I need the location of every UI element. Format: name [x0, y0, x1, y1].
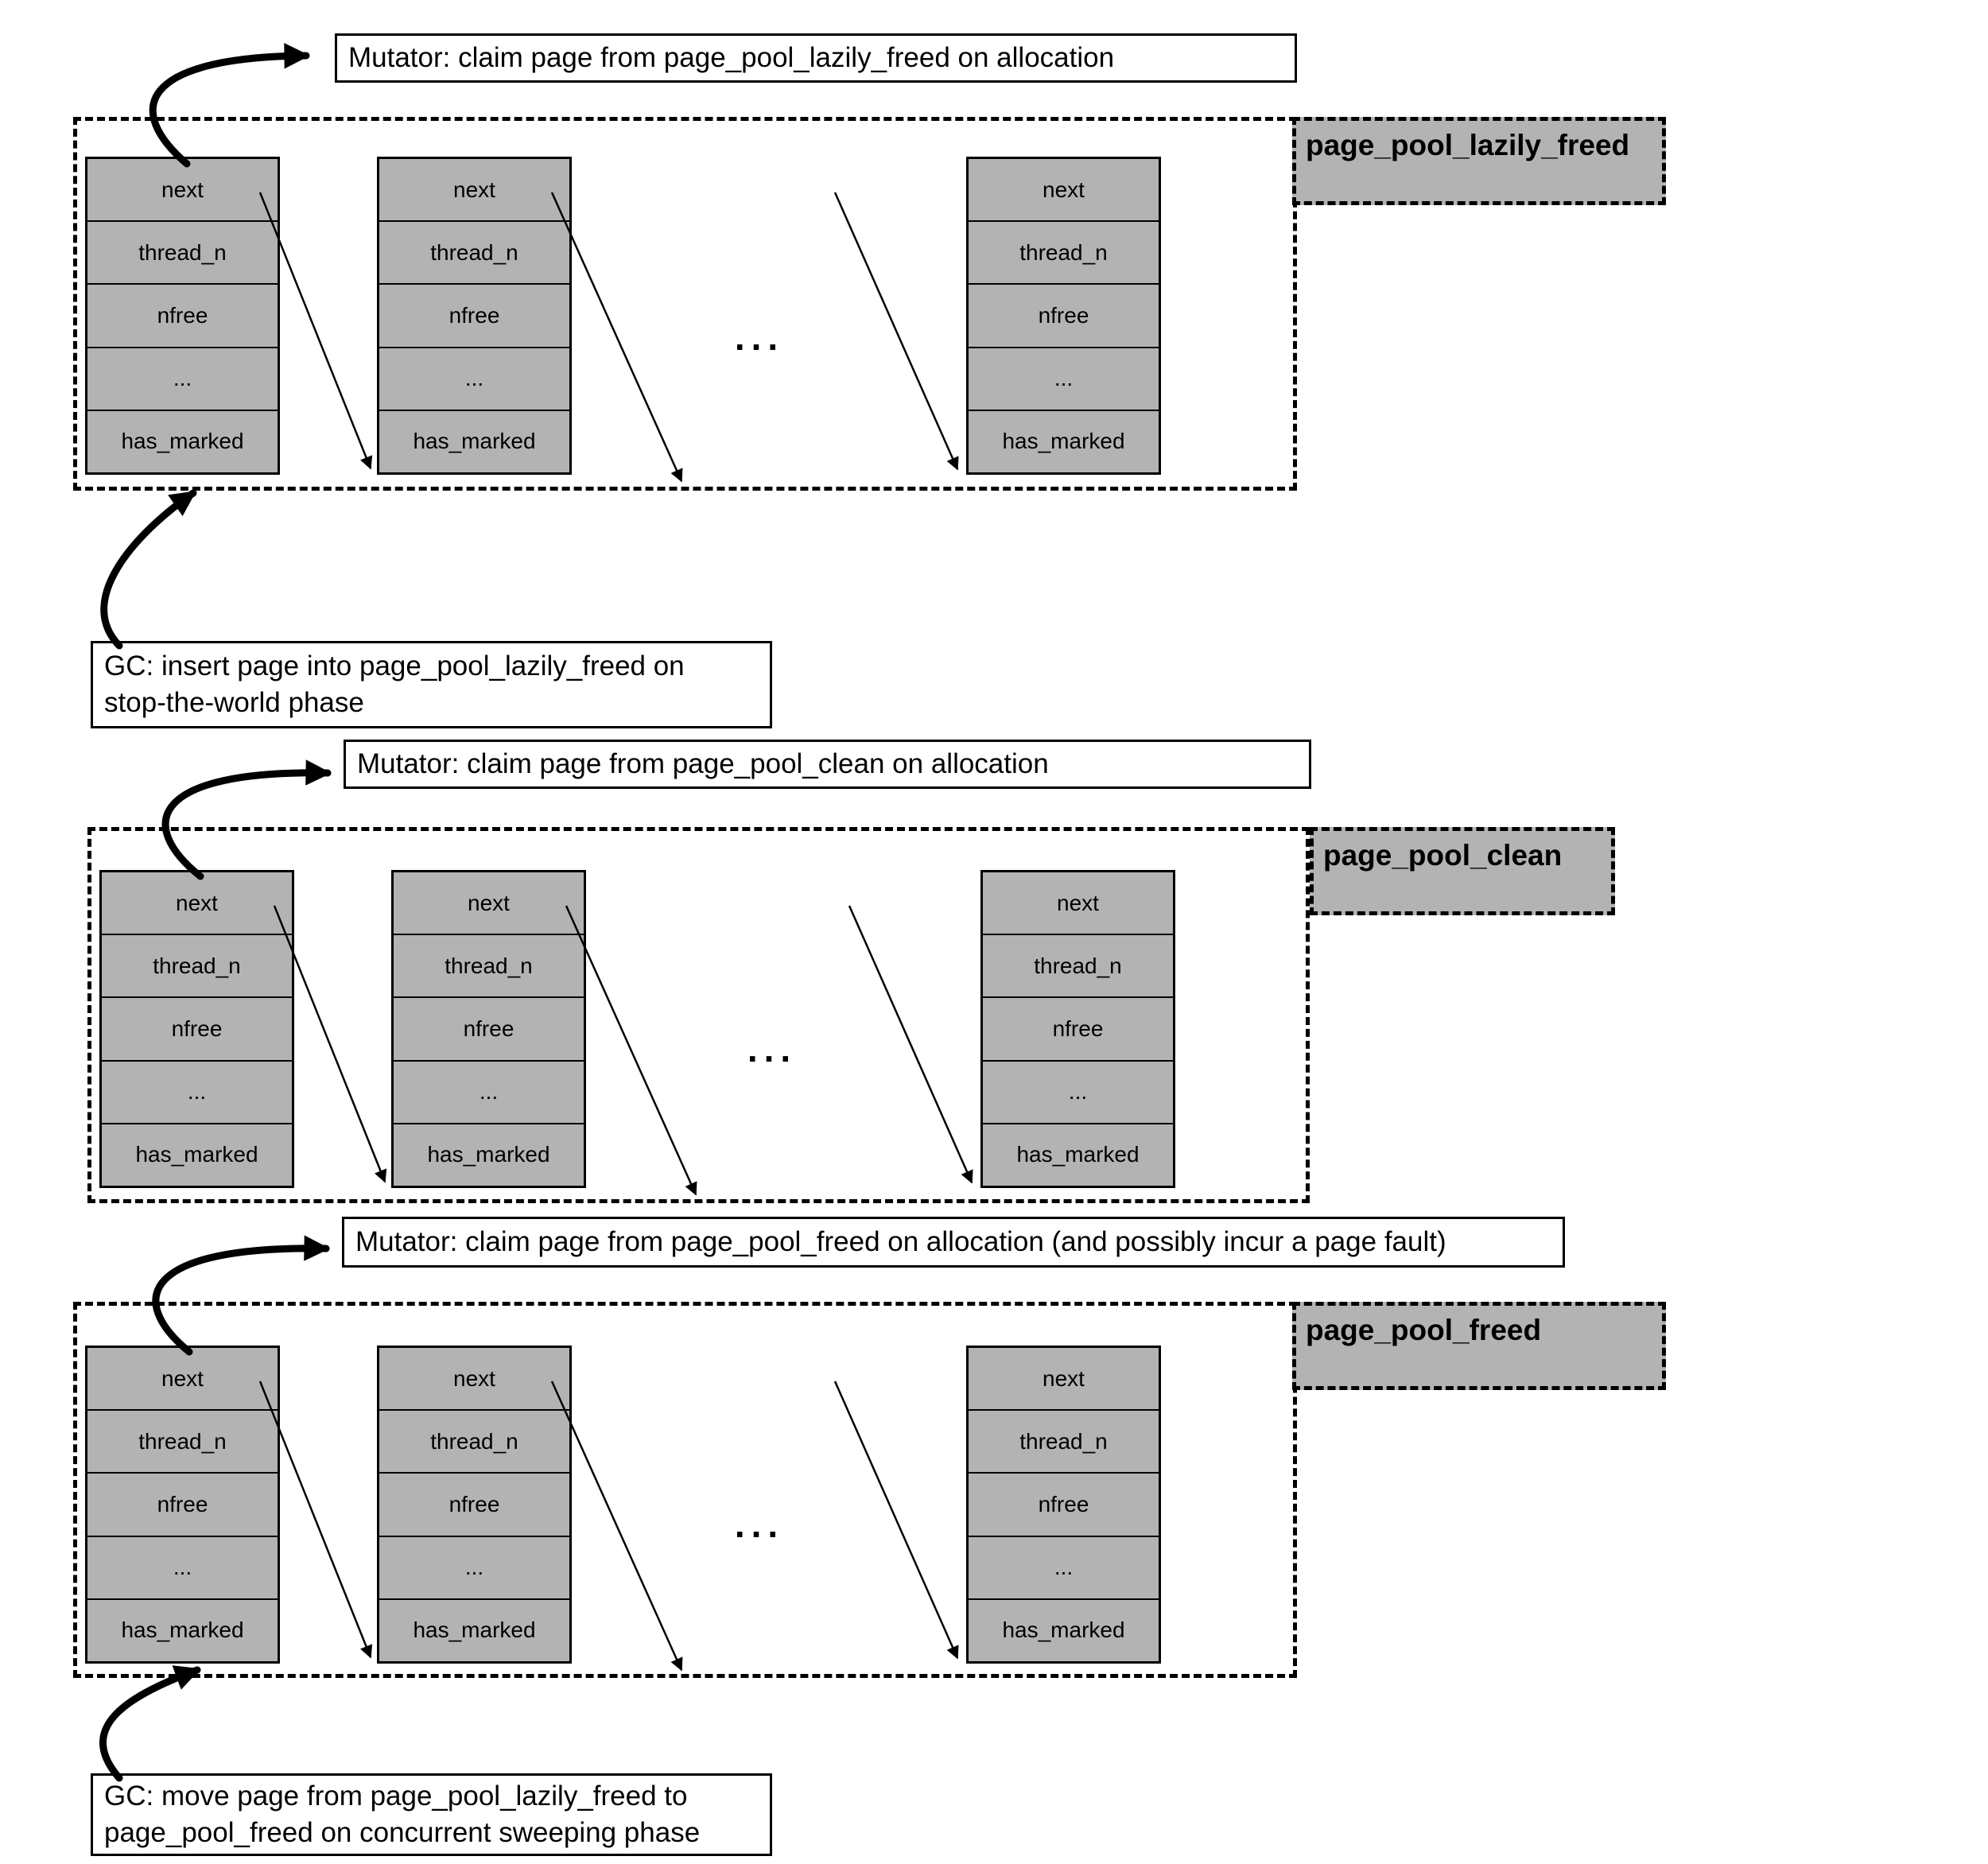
- node-field-next: next: [161, 177, 204, 202]
- page-node: next thread_n nfree ... has_marked: [980, 870, 1175, 1188]
- gc-note-line2: page_pool_freed on concurrent sweeping p…: [104, 1817, 701, 1848]
- gc-insert-arrow: [100, 489, 197, 650]
- node-field-nfree: nfree: [87, 283, 278, 346]
- page-node: next thread_n nfree ... has_marked: [377, 157, 572, 475]
- pool-label-text: page_pool_freed: [1306, 1314, 1542, 1346]
- node-field-has-marked: has_marked: [102, 1122, 292, 1186]
- node-field-thread-n: thread_n: [969, 1409, 1159, 1472]
- page-node: next thread_n nfree ... has_marked: [966, 157, 1161, 475]
- pool-container-freed: [73, 1302, 1297, 1678]
- node-field-has-marked: has_marked: [87, 1598, 278, 1661]
- gc-move-arrow: [99, 1665, 201, 1782]
- node-field-ellipsis: ...: [87, 346, 278, 410]
- ellipsis-more-nodes: ...: [747, 1028, 798, 1070]
- mutator-note-text: Mutator: claim page from page_pool_clean…: [357, 748, 1049, 779]
- gc-note-line1: GC: move page from page_pool_lazily_free…: [104, 1781, 688, 1812]
- node-field-nfree: nfree: [102, 996, 292, 1059]
- node-field-thread-n: thread_n: [983, 934, 1173, 996]
- mutator-note-clean: Mutator: claim page from page_pool_clean…: [344, 740, 1311, 789]
- node-field-thread-n: thread_n: [102, 934, 292, 996]
- mutator-note-freed: Mutator: claim page from page_pool_freed…: [342, 1217, 1565, 1268]
- pool-label-clean: page_pool_clean: [1310, 827, 1615, 915]
- node-field-nfree: nfree: [983, 996, 1173, 1059]
- node-field-thread-n: thread_n: [87, 220, 278, 283]
- node-field-next: next: [468, 890, 510, 915]
- page-node: next thread_n nfree ... has_marked: [391, 870, 586, 1188]
- mutator-note-text: Mutator: claim page from page_pool_freed…: [355, 1226, 1446, 1257]
- ellipsis-more-nodes: ...: [734, 316, 785, 358]
- node-field-ellipsis: ...: [969, 346, 1159, 410]
- node-field-next: next: [1057, 890, 1099, 915]
- page-node: next thread_n nfree ... has_marked: [85, 1346, 280, 1664]
- gc-note-move: GC: move page from page_pool_lazily_free…: [91, 1773, 772, 1856]
- pool-label-freed: page_pool_freed: [1292, 1302, 1666, 1390]
- node-field-thread-n: thread_n: [87, 1409, 278, 1472]
- node-field-ellipsis: ...: [394, 1059, 584, 1123]
- node-field-next: next: [453, 177, 495, 202]
- pool-label-lazily-freed: page_pool_lazily_freed: [1292, 117, 1666, 205]
- page-node: next thread_n nfree ... has_marked: [99, 870, 294, 1188]
- node-field-has-marked: has_marked: [379, 409, 569, 472]
- gc-note-line2: stop-the-world phase: [104, 687, 364, 718]
- node-field-has-marked: has_marked: [394, 1122, 584, 1186]
- mutator-note-lazily-freed: Mutator: claim page from page_pool_lazil…: [335, 33, 1297, 83]
- node-field-nfree: nfree: [379, 283, 569, 346]
- node-field-thread-n: thread_n: [379, 220, 569, 283]
- node-field-ellipsis: ...: [983, 1059, 1173, 1123]
- node-field-next: next: [453, 1365, 495, 1391]
- node-field-nfree: nfree: [379, 1472, 569, 1535]
- node-field-has-marked: has_marked: [969, 409, 1159, 472]
- node-field-thread-n: thread_n: [379, 1409, 569, 1472]
- node-field-ellipsis: ...: [102, 1059, 292, 1123]
- pool-container-lazily-freed: [73, 117, 1297, 491]
- node-field-next: next: [161, 1365, 204, 1391]
- page-node: next thread_n nfree ... has_marked: [85, 157, 280, 475]
- pool-container-clean: [87, 827, 1310, 1203]
- node-field-next: next: [1043, 1365, 1085, 1391]
- node-field-has-marked: has_marked: [379, 1598, 569, 1661]
- node-field-has-marked: has_marked: [969, 1598, 1159, 1661]
- gc-note-insert: GC: insert page into page_pool_lazily_fr…: [91, 641, 772, 728]
- node-field-has-marked: has_marked: [87, 409, 278, 472]
- node-field-ellipsis: ...: [969, 1535, 1159, 1598]
- node-field-next: next: [176, 890, 218, 915]
- node-field-ellipsis: ...: [379, 346, 569, 410]
- node-field-ellipsis: ...: [87, 1535, 278, 1598]
- page-node: next thread_n nfree ... has_marked: [966, 1346, 1161, 1664]
- node-field-next: next: [1043, 177, 1085, 202]
- page-node: next thread_n nfree ... has_marked: [377, 1346, 572, 1664]
- node-field-has-marked: has_marked: [983, 1122, 1173, 1186]
- node-field-nfree: nfree: [87, 1472, 278, 1535]
- ellipsis-more-nodes: ...: [734, 1504, 785, 1545]
- pool-label-text: page_pool_lazily_freed: [1306, 129, 1630, 161]
- mutator-note-text: Mutator: claim page from page_pool_lazil…: [348, 42, 1115, 73]
- node-field-ellipsis: ...: [379, 1535, 569, 1598]
- node-field-thread-n: thread_n: [969, 220, 1159, 283]
- pool-label-text: page_pool_clean: [1323, 839, 1563, 872]
- node-field-nfree: nfree: [969, 1472, 1159, 1535]
- node-field-nfree: nfree: [394, 996, 584, 1059]
- node-field-thread-n: thread_n: [394, 934, 584, 996]
- node-field-nfree: nfree: [969, 283, 1159, 346]
- gc-note-line1: GC: insert page into page_pool_lazily_fr…: [104, 650, 685, 682]
